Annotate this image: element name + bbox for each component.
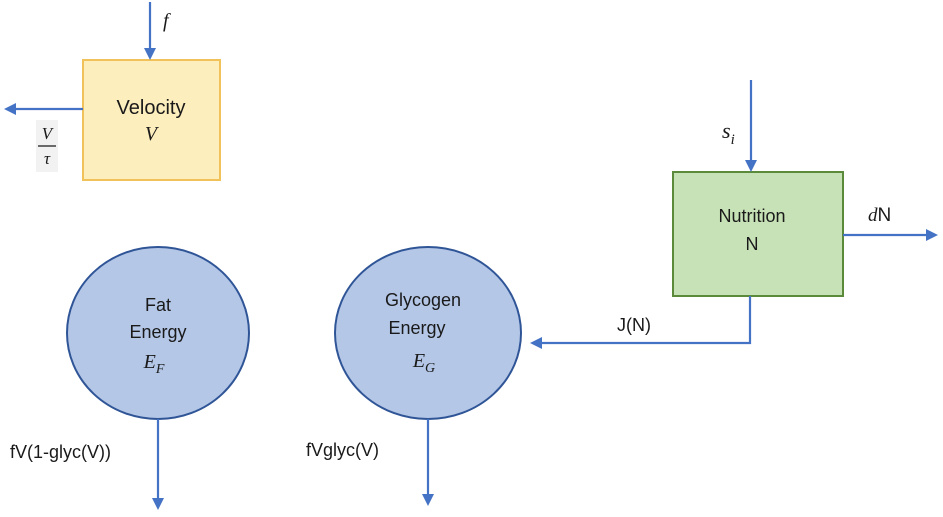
glycogen-energy-line1: Glycogen <box>385 290 461 310</box>
fat-energy-symbol: EF <box>143 351 165 377</box>
nutrition-symbol: N <box>746 234 759 254</box>
glycogen-energy-symbol: EG <box>412 350 435 376</box>
s-i-label: si <box>722 118 735 148</box>
dn-output-arrow <box>843 229 938 241</box>
v-over-tau-label: V τ <box>36 120 58 172</box>
s-i-input-arrow <box>745 80 757 172</box>
jn-flow-arrow <box>530 296 752 349</box>
jn-label: J(N) <box>617 315 651 335</box>
fat-output-label: fV(1-glyc(V)) <box>10 442 111 462</box>
v-over-tau-numerator: V <box>42 124 55 143</box>
nutrition-title: Nutrition <box>718 206 785 226</box>
fat-output-arrow <box>152 419 164 510</box>
velocity-box <box>82 59 221 181</box>
fat-energy-line1: Fat <box>145 295 171 315</box>
glycogen-output-label: fVglyc(V) <box>306 440 379 460</box>
nutrition-box <box>672 171 844 297</box>
velocity-title: Velocity <box>117 97 186 119</box>
nutrition-node: Nutrition N <box>672 171 844 297</box>
v-over-tau-denominator: τ <box>44 149 51 168</box>
velocity-node: Velocity V <box>82 59 221 181</box>
fat-energy-node: Fat Energy EF <box>66 246 250 420</box>
dn-label: dN <box>868 205 891 226</box>
f-input-arrow <box>144 2 156 60</box>
glycogen-output-arrow <box>422 419 434 506</box>
glycogen-energy-node: Glycogen Energy EG <box>334 246 522 420</box>
f-label: f <box>163 10 171 32</box>
fat-energy-line2: Energy <box>129 322 186 342</box>
velocity-symbol: V <box>145 123 160 145</box>
glycogen-energy-line2: Energy <box>388 318 445 338</box>
v-over-tau-arrow <box>4 103 83 115</box>
